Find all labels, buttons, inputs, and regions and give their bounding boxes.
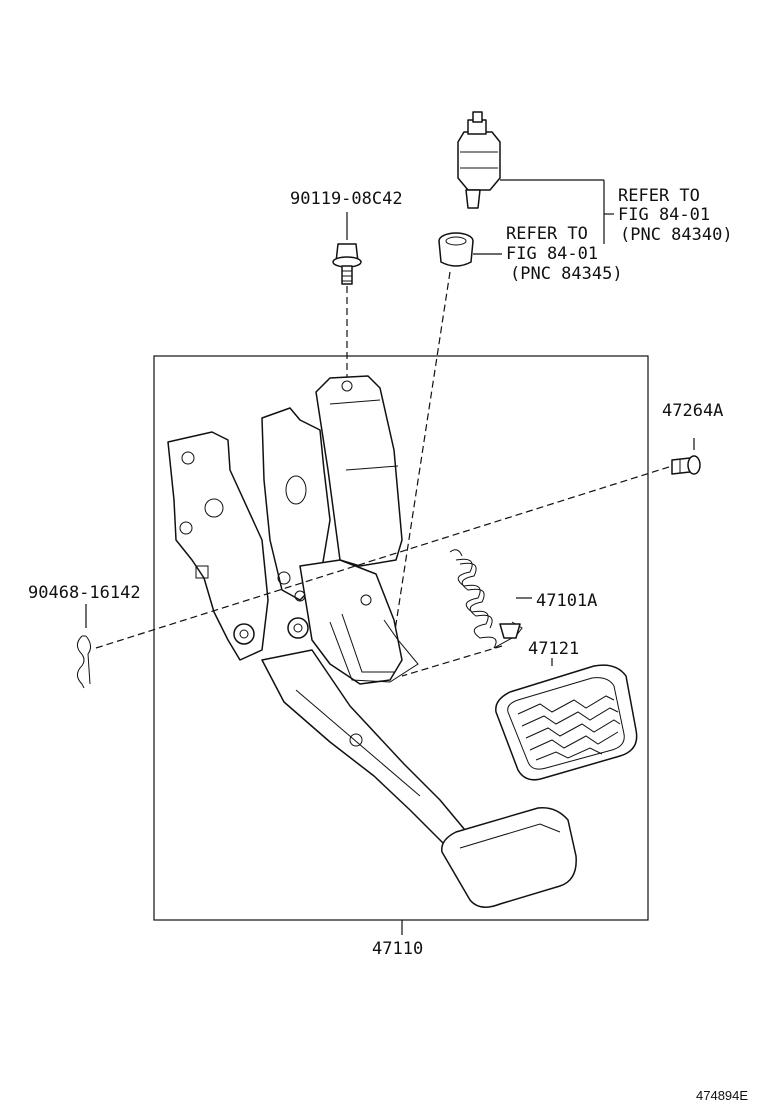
flange-bolt (332, 243, 362, 285)
label-47110: 47110 (372, 939, 423, 959)
ref-stopper-line3: (PNC 84345) (510, 264, 623, 284)
label-90468-16142: 90468-16142 (28, 583, 141, 603)
label-47121: 47121 (528, 639, 579, 659)
ref-switch-line3: (PNC 84340) (620, 225, 733, 245)
ref-stopper-line2: FIG 84-01 (506, 244, 598, 264)
return-spring (449, 549, 523, 649)
pedal-pad-cover (495, 664, 638, 781)
pedal-stopper (438, 232, 474, 267)
pedal-bracket (167, 375, 419, 685)
ref-stopper-line1: REFER TO (506, 224, 588, 244)
retainer-clip (76, 635, 92, 689)
ref-switch-line2: FIG 84-01 (618, 205, 710, 225)
stop-lamp-switch (457, 111, 501, 209)
brake-pedal-pad (441, 807, 577, 908)
assembly-frame (153, 355, 649, 921)
label-90119-08C42: 90119-08C42 (290, 189, 403, 209)
figure-id: 474894E (696, 1088, 748, 1103)
label-47264A: 47264A (662, 401, 723, 421)
label-47101A: 47101A (536, 591, 597, 611)
clevis-pin (671, 455, 701, 475)
ref-switch-line1: REFER TO (618, 186, 700, 206)
